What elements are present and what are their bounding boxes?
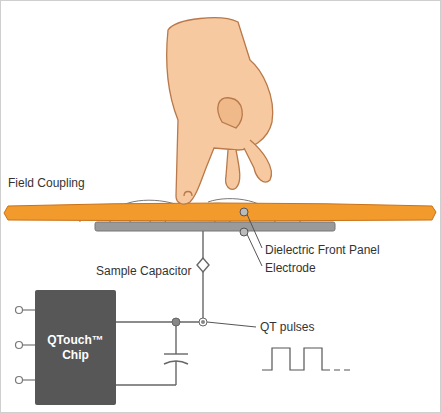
- chip-label: QTouch™ Chip: [41, 333, 110, 363]
- hand: [167, 18, 273, 204]
- electrode: [95, 222, 335, 231]
- pulse-waveform: [262, 348, 330, 370]
- chip-pins: [16, 307, 36, 384]
- front-panel: [4, 203, 436, 221]
- panel-label: Dielectric Front Panel: [265, 243, 380, 257]
- pulse-continuation: [334, 369, 350, 370]
- chip-box: QTouch™ Chip: [35, 290, 116, 405]
- capacitor-label: Sample Capacitor: [96, 264, 191, 278]
- field-label: Field Coupling: [8, 176, 85, 190]
- leaders: [207, 208, 262, 327]
- sample-node: [172, 318, 180, 326]
- wires: [116, 231, 209, 385]
- electrode-node: [199, 318, 207, 326]
- electrode-node-dot: [201, 320, 205, 324]
- pulse-label: QT pulses: [260, 320, 314, 334]
- electrode-label: Electrode: [265, 261, 316, 275]
